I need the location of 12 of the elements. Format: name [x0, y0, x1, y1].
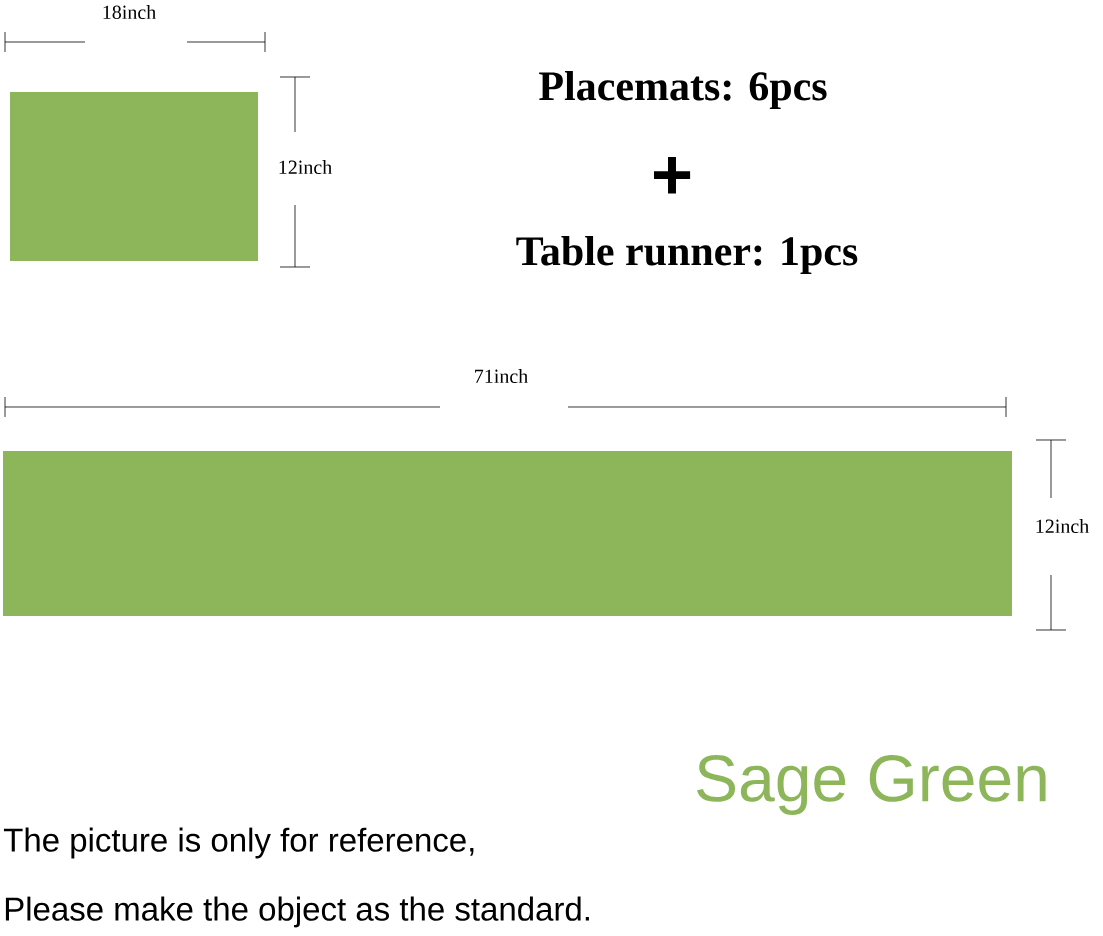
dimension-label: 12inch: [279, 159, 332, 175]
heading: Table runner: 1pcs: [516, 235, 858, 275]
note-text: Please make the object as the standard.: [5, 896, 589, 928]
mat-rectangle: [3, 451, 1012, 616]
color-name: Sage Green: [697, 755, 1046, 815]
dimension-label: 71inch: [475, 368, 528, 384]
heading: Placemats: 6pcs: [539, 70, 827, 110]
mat-rectangle: [10, 92, 258, 261]
plus-sign: +: [654, 156, 691, 194]
dimension-label: 18inch: [103, 4, 156, 20]
dimension-label: 12inch: [1036, 518, 1089, 534]
note-text: The picture is only for reference,: [3, 827, 474, 859]
